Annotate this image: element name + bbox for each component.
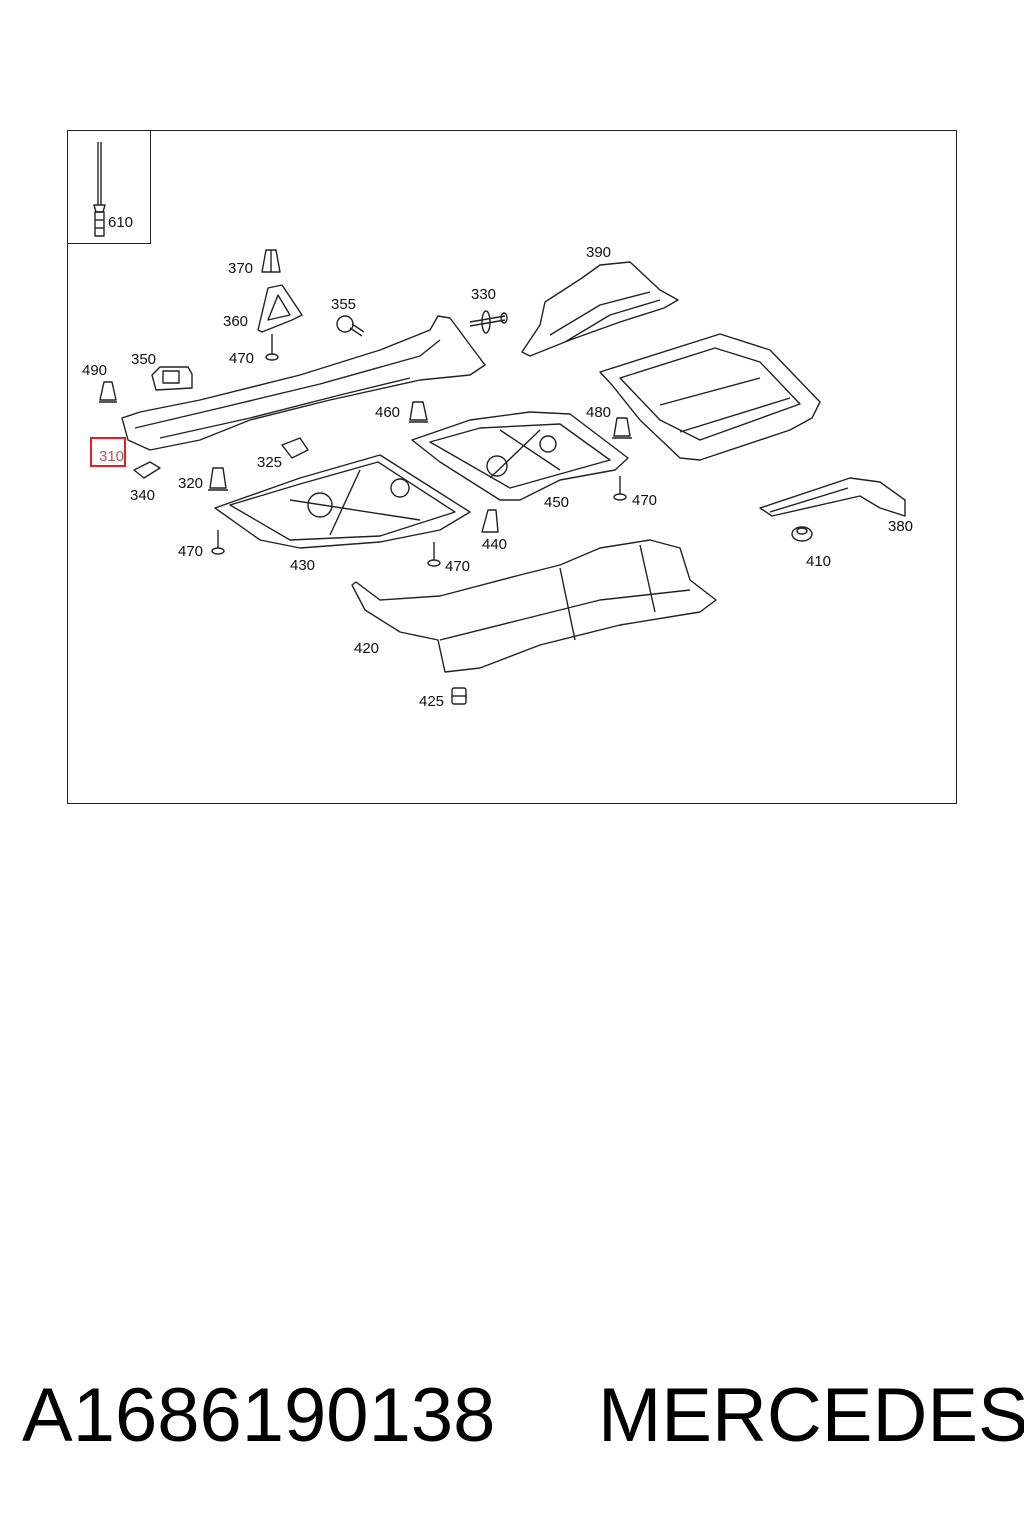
callout-325[interactable]: 325 xyxy=(257,454,283,471)
callout-470[interactable]: 470 xyxy=(632,492,658,509)
part-380 xyxy=(759,477,906,517)
part-number: A1686190138 xyxy=(22,1373,496,1458)
part-330 xyxy=(469,310,508,334)
part-450 xyxy=(411,411,629,501)
callout-440[interactable]: 440 xyxy=(482,536,508,553)
part-360 xyxy=(257,284,303,333)
part-390 xyxy=(521,261,679,357)
callout-430[interactable]: 430 xyxy=(290,557,316,574)
callout-330[interactable]: 330 xyxy=(471,286,497,303)
callout-480[interactable]: 480 xyxy=(586,404,612,421)
callout-450[interactable]: 450 xyxy=(544,494,570,511)
callout-360[interactable]: 360 xyxy=(223,313,249,330)
callout-460[interactable]: 460 xyxy=(375,404,401,421)
callout-610: 610 xyxy=(108,214,134,231)
brand-name: MERCEDES xyxy=(598,1373,1024,1458)
callout-370[interactable]: 370 xyxy=(228,260,254,277)
callout-350[interactable]: 350 xyxy=(131,351,157,368)
part-370 xyxy=(261,249,281,273)
part-420 xyxy=(351,539,717,673)
part-350 xyxy=(151,366,193,391)
callout-310[interactable]: 310 xyxy=(99,448,125,465)
parts-drawing xyxy=(93,142,906,705)
diagram-frame xyxy=(67,130,957,804)
part-355 xyxy=(336,315,365,337)
part-clips xyxy=(99,334,813,705)
callout-470[interactable]: 470 xyxy=(229,350,255,367)
part-430 xyxy=(214,454,471,549)
footer: A1686190138 MERCEDES xyxy=(0,1372,1024,1472)
callout-410[interactable]: 410 xyxy=(806,553,832,570)
callout-355[interactable]: 355 xyxy=(331,296,357,313)
inset-box xyxy=(67,130,151,244)
callout-490[interactable]: 490 xyxy=(82,362,108,379)
part-310 xyxy=(121,315,486,451)
callout-470[interactable]: 470 xyxy=(178,543,204,560)
callout-340[interactable]: 340 xyxy=(130,487,156,504)
callout-390[interactable]: 390 xyxy=(586,244,612,261)
callout-470[interactable]: 470 xyxy=(445,558,471,575)
callout-380[interactable]: 380 xyxy=(888,518,914,535)
highlight-box xyxy=(90,437,126,467)
callout-425[interactable]: 425 xyxy=(419,693,445,710)
callout-420[interactable]: 420 xyxy=(354,640,380,657)
part-610 xyxy=(93,142,106,237)
callout-320[interactable]: 320 xyxy=(178,475,204,492)
part-tray xyxy=(599,333,821,461)
